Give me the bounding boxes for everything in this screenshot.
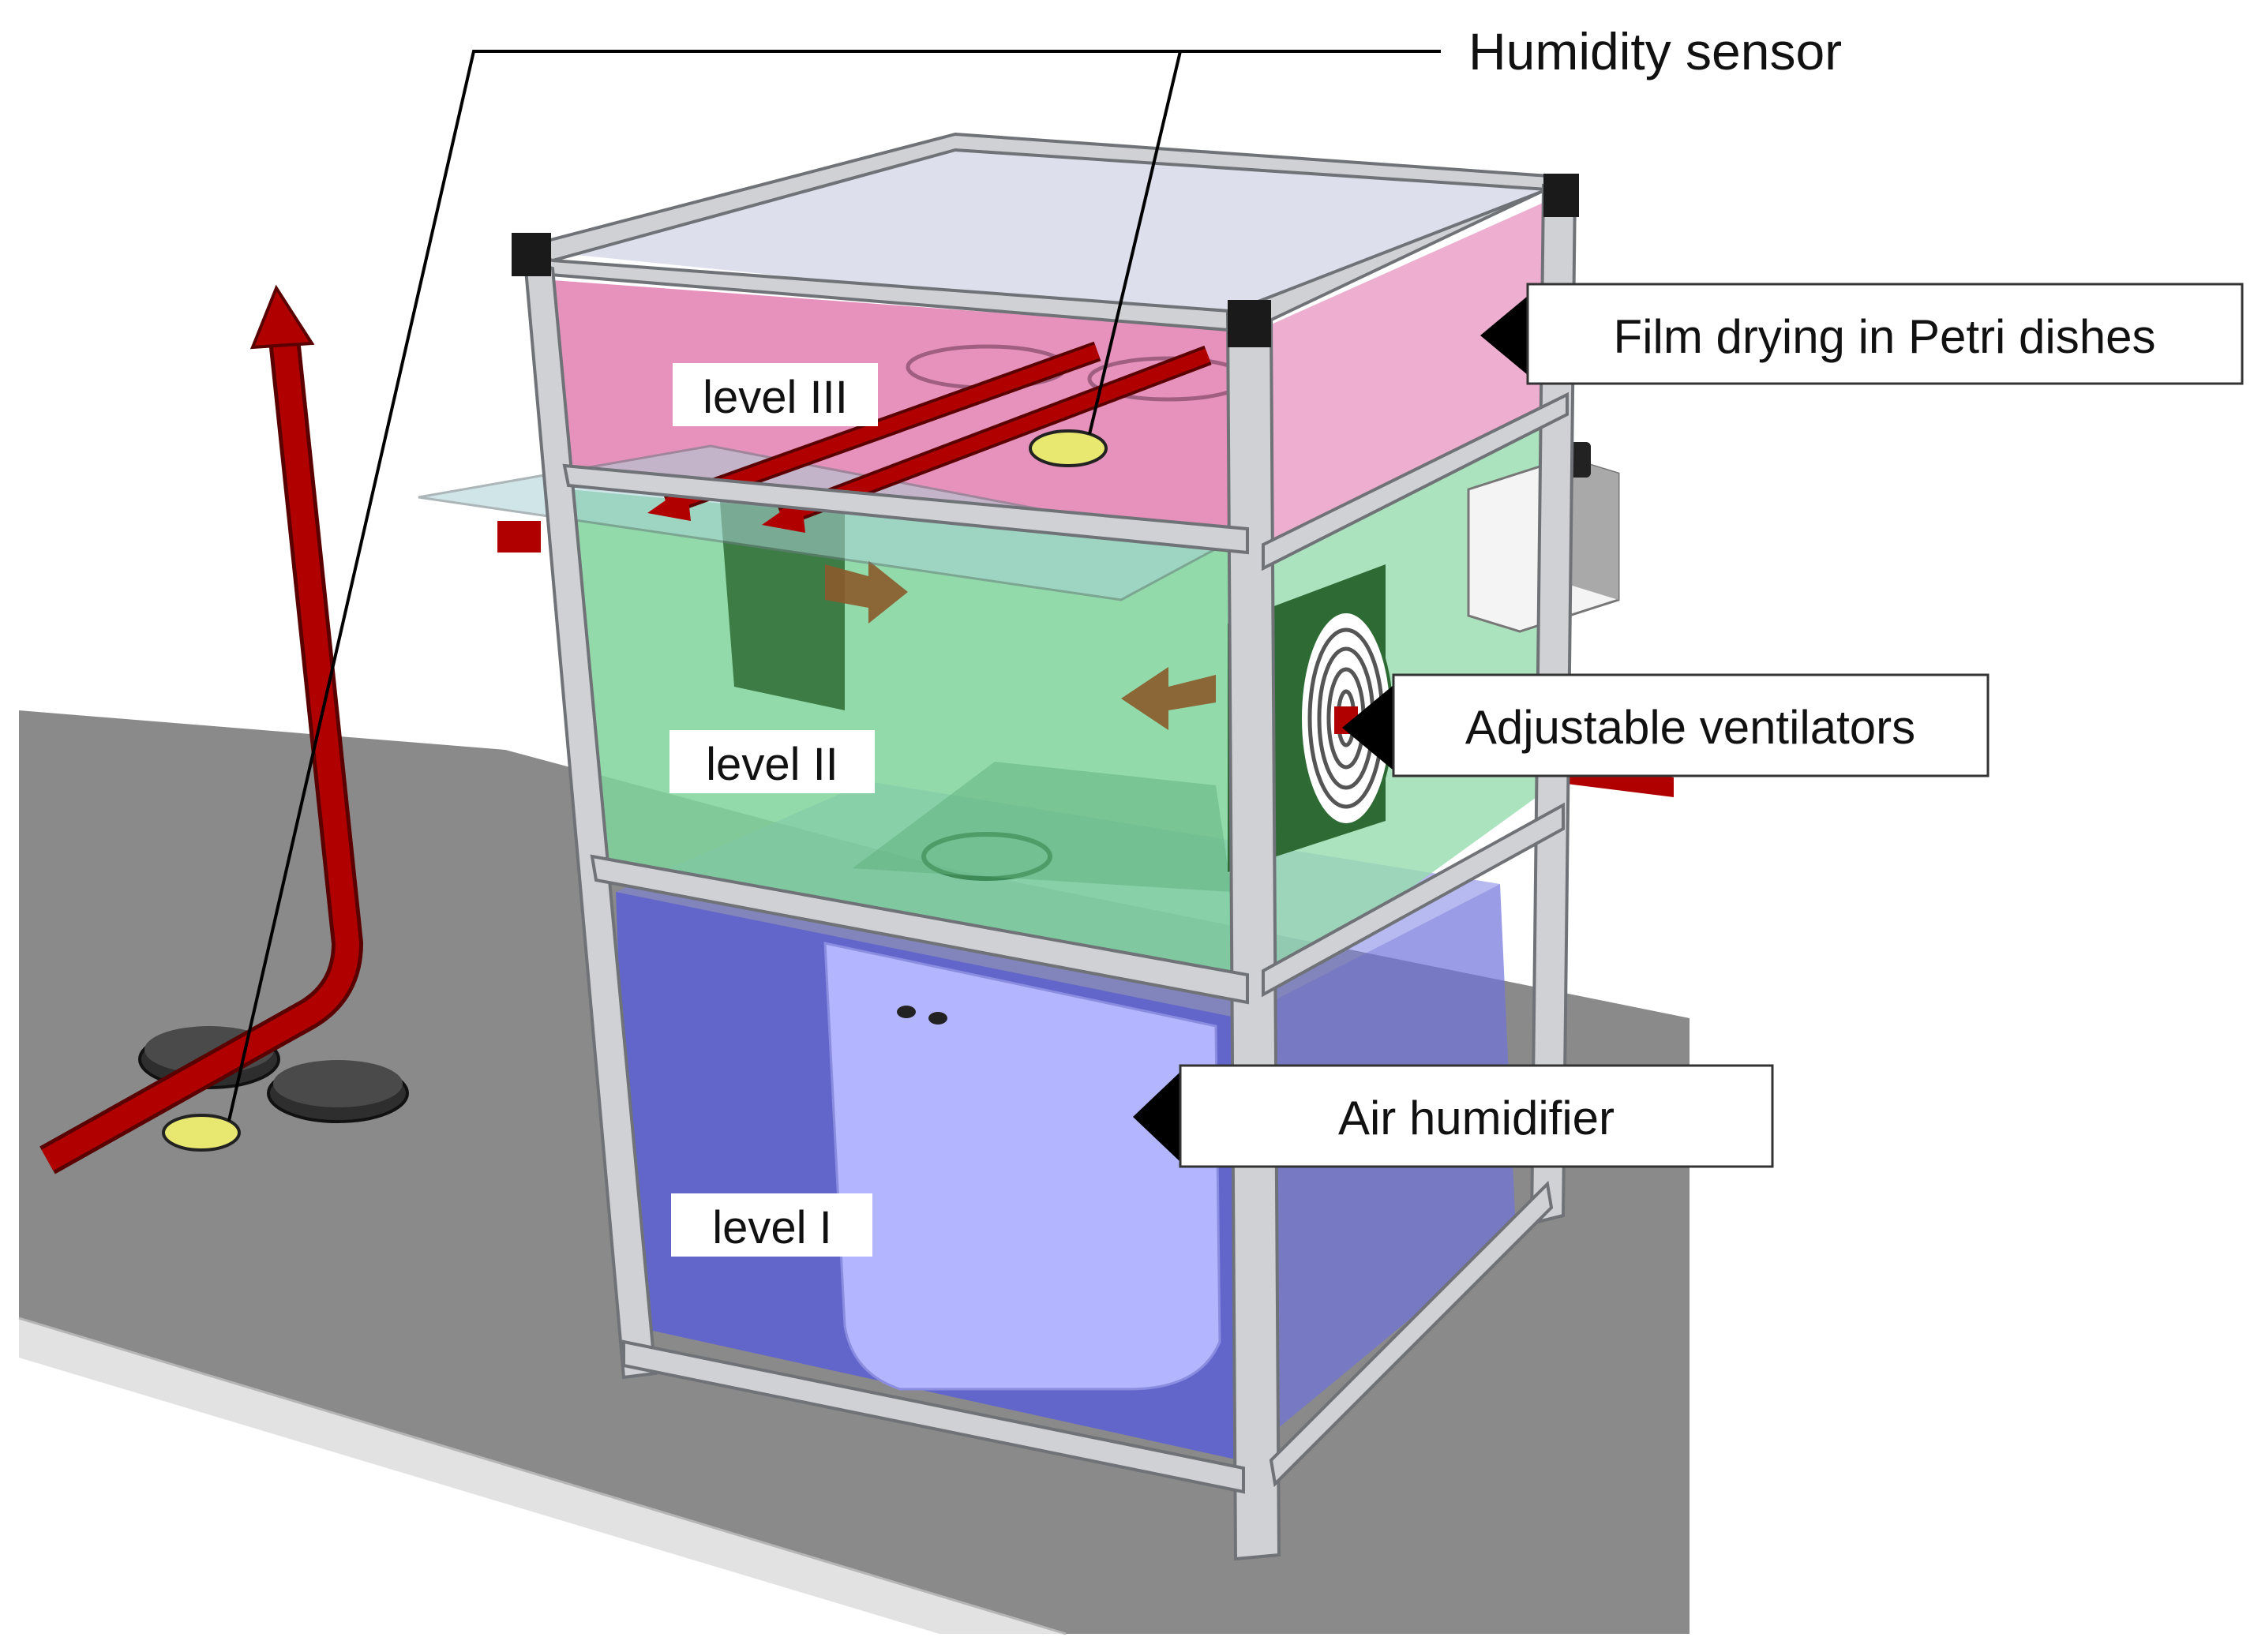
ventilators-label: Adjustable ventilators xyxy=(1465,701,1915,754)
bench-edge-line xyxy=(18,1317,1067,1635)
airflow-brown-1 xyxy=(825,560,908,624)
airflow-red-inner xyxy=(647,341,1212,533)
ventilators-callout: Adjustable ventilators xyxy=(1342,673,1990,777)
level-1-label-bg xyxy=(671,1193,872,1257)
airflow-brown-2 xyxy=(1121,667,1216,730)
level-labels: level III level II level I xyxy=(669,363,878,1257)
sensor-icon xyxy=(162,1114,241,1152)
level-2-label-bg xyxy=(669,730,875,793)
level-3-label: level III xyxy=(703,372,848,423)
frame xyxy=(511,132,1579,1561)
humidifier-callout: Air humidifier xyxy=(1133,1064,1774,1168)
film-drying-label: Film drying in Petri dishes xyxy=(1614,310,2156,363)
humidifier-label: Air humidifier xyxy=(1338,1092,1615,1144)
chamber xyxy=(418,132,1674,1561)
sensor-icon xyxy=(1029,429,1108,467)
level-2-label: level II xyxy=(706,739,838,790)
arrow-up-icon xyxy=(39,284,363,1174)
humidity-sensor-leaders xyxy=(227,50,1441,1122)
film-drying-callout: Film drying in Petri dishes xyxy=(1480,283,2244,385)
humidifier xyxy=(823,942,1221,1391)
humidity-sensor-label: Humidity sensor xyxy=(1468,22,1842,81)
level-1-label: level I xyxy=(712,1202,832,1253)
level-3-label-bg xyxy=(673,363,878,426)
